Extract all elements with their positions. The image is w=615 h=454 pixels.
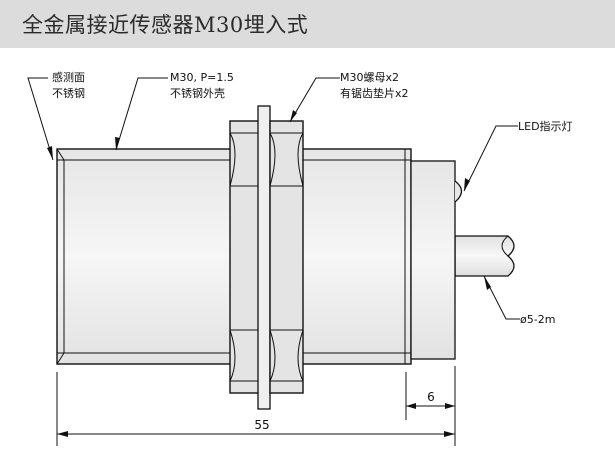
label-cable: ø5-2m: [520, 313, 555, 326]
leader-led: LED指示灯: [463, 119, 573, 192]
label-sensing-face: 感测面: [52, 71, 85, 84]
label-led: LED指示灯: [518, 119, 573, 133]
label-sensing-face-material: 不锈钢: [52, 87, 85, 100]
leader-nut: M30螺母x2 有锯齿垫片x2: [289, 71, 409, 123]
leader-sensing-face: 感测面 不锈钢: [27, 71, 85, 161]
label-washer: 有锯齿垫片x2: [340, 86, 409, 100]
label-thread: M30, P=1.5: [170, 71, 234, 84]
nut-right: [269, 120, 304, 394]
sensor-drawing: 感测面 不锈钢 M30, P=1.5 不锈钢外壳 M30螺母x2 有锯齿垫片x2…: [27, 71, 573, 446]
dimension-tail: 6: [405, 366, 456, 446]
leader-cable: ø5-2m: [483, 275, 555, 326]
serrated-washer: [257, 105, 271, 410]
dimension-total: 55: [56, 372, 455, 446]
dimension-tail-value: 6: [427, 390, 435, 404]
dimension-total-value: 55: [254, 418, 269, 432]
sensor-tail: [410, 160, 456, 360]
page-title: 全金属接近传感器M30埋入式: [22, 13, 309, 37]
cable: [454, 235, 515, 277]
label-housing: 不锈钢外壳: [170, 86, 225, 100]
led-indicator: [454, 180, 463, 203]
label-nut: M30螺母x2: [340, 71, 399, 84]
title-bar: 全金属接近传感器M30埋入式: [0, 0, 615, 48]
leader-thread: M30, P=1.5 不锈钢外壳: [115, 71, 234, 151]
